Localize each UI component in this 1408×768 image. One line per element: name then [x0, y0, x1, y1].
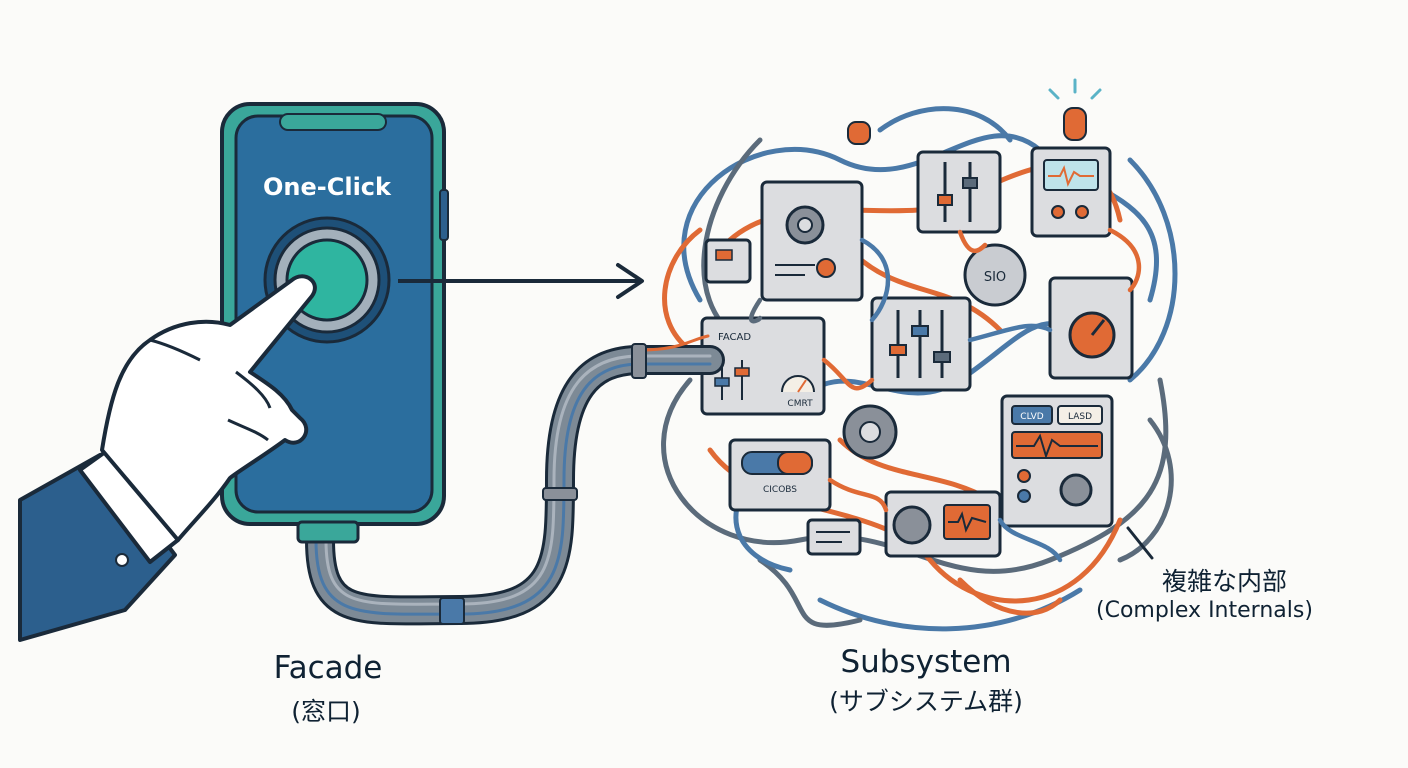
module-slider-box-center — [870, 296, 972, 392]
subsystem-sublabel: (サブシステム群) — [829, 687, 1023, 716]
facad-text: FACAD — [718, 332, 751, 343]
internals-label: 複雑な内部 — [1162, 567, 1288, 596]
facade-label: Facade — [273, 650, 383, 686]
sio-text: SIO — [984, 270, 1006, 285]
one-click-label: One-Click — [263, 173, 392, 201]
pointing-hand — [18, 274, 317, 642]
cmrt-text: CMRT — [787, 399, 813, 409]
wire-foreground — [748, 227, 1142, 563]
module-monitor-box — [1030, 78, 1112, 238]
internals-pointer — [1126, 526, 1154, 560]
internals-sublabel: (Complex Internals) — [1096, 598, 1313, 623]
subsystem-label: Subsystem — [840, 644, 1012, 680]
module-cicobs-panel: CICOBS — [728, 438, 832, 512]
module-knob-box — [1048, 276, 1134, 380]
module-gear-box — [760, 180, 864, 302]
subsystem-cluster: SIO FACAD CMRT — [661, 78, 1178, 632]
module-gear-center — [842, 404, 898, 460]
module-small-left — [704, 238, 752, 284]
clvd-text: CLVD — [1020, 412, 1043, 422]
flow-arrow — [398, 263, 644, 299]
cicobs-text: CICOBS — [763, 485, 797, 495]
module-facad-panel: FACAD CMRT — [700, 316, 826, 416]
module-sio-gear: SIO — [963, 243, 1027, 307]
facade-sublabel: (窓口) — [291, 697, 361, 726]
module-clvd-panel: CLVD LASD — [1000, 394, 1114, 528]
module-slider-box-top — [847, 121, 1002, 234]
module-scope-box — [884, 490, 1002, 558]
module-small-bottom — [806, 518, 862, 556]
lasd-text: LASD — [1068, 412, 1092, 422]
cable-bundle — [305, 334, 725, 626]
